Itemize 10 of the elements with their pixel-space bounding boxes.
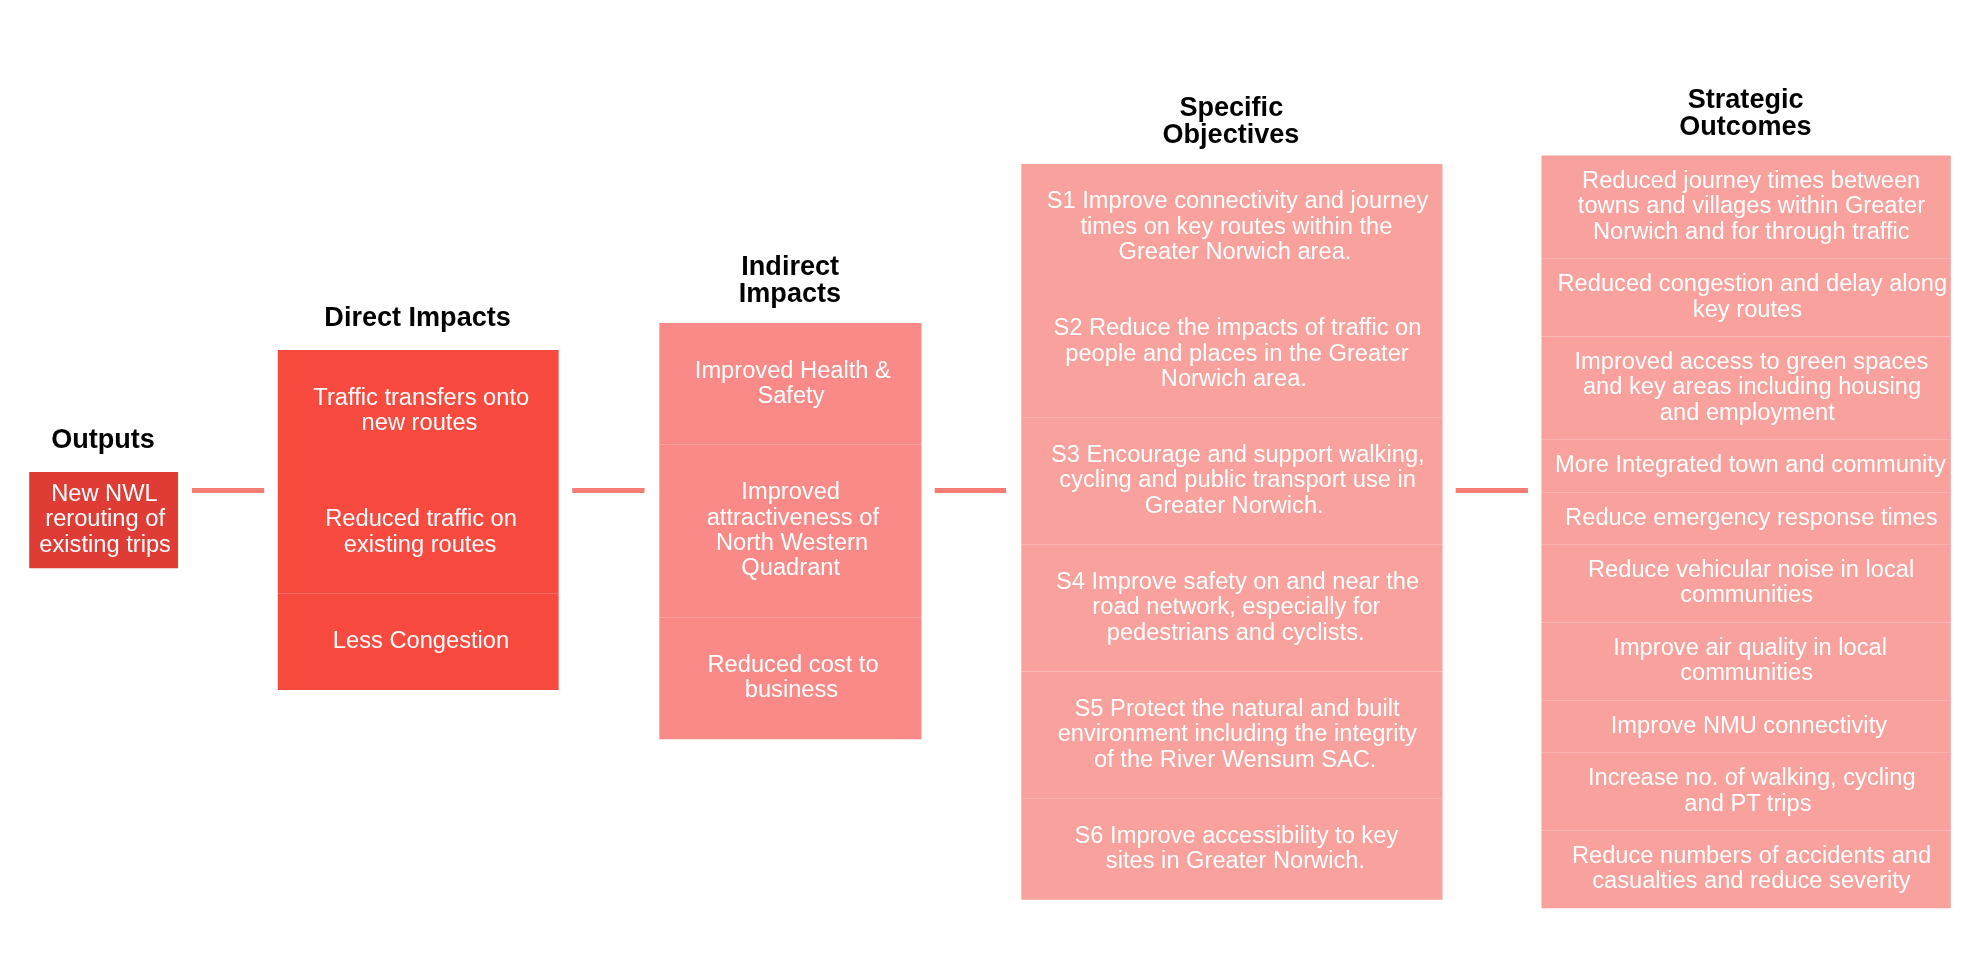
connector bbox=[572, 487, 645, 493]
node-label: Outputs bbox=[51, 423, 155, 454]
connector bbox=[934, 487, 1007, 493]
node-label: Indirect Impacts bbox=[738, 250, 842, 308]
node-label: Direct Impacts bbox=[324, 301, 511, 332]
connector bbox=[1455, 487, 1528, 493]
node-label: Strategic Outcomes bbox=[1679, 83, 1812, 141]
node-label: Specific Objectives bbox=[1162, 91, 1300, 149]
node-box: New NWL rerouting of existing trips bbox=[29, 471, 179, 568]
connector bbox=[192, 487, 265, 493]
